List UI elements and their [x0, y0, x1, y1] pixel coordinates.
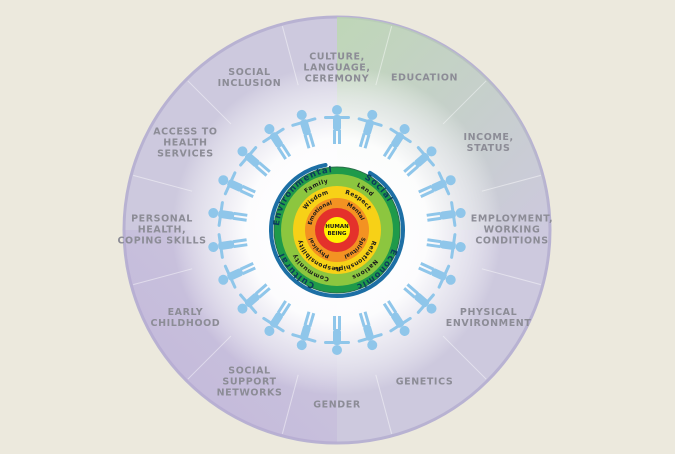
- determinant-label-line: PHYSICAL: [459, 306, 518, 318]
- person-icon: [262, 124, 292, 160]
- core-arc: [269, 163, 405, 298]
- person-icon: [291, 311, 317, 351]
- determinant-label: EDUCATION: [391, 73, 458, 84]
- determinant-label: INCOME,STATUS: [463, 132, 513, 154]
- determinant-label-line: NETWORKS: [216, 387, 283, 399]
- determinant-label-line: COPING SKILLS: [117, 235, 207, 247]
- determinant-label-line: EMPLOYMENT,: [470, 213, 554, 225]
- people-ring: [208, 105, 466, 355]
- determinant-label-line: SERVICES: [157, 148, 214, 159]
- person-icon: [218, 262, 256, 289]
- person-icon: [324, 105, 350, 144]
- determinant-label-line: GENETICS: [395, 376, 454, 388]
- determinant-label-line: CEREMONY: [304, 73, 370, 85]
- determinant-label-line: PERSONAL: [131, 213, 193, 225]
- person-icon: [382, 124, 412, 160]
- person-icon: [426, 201, 466, 227]
- determinant-label-line: CONDITIONS: [475, 235, 549, 247]
- person-icon: [426, 233, 466, 259]
- person-icon: [208, 233, 248, 259]
- determinant-label-line: INCOME,: [463, 131, 514, 143]
- person-icon: [357, 109, 383, 149]
- determinant-label-line: LANGUAGE,: [303, 62, 371, 74]
- determinant-label-line: CULTURE,: [309, 51, 365, 63]
- determinant-label-line: ENVIRONMENT: [445, 317, 532, 329]
- person-icon: [382, 300, 412, 336]
- determinant-label-line: GENDER: [313, 399, 361, 411]
- person-icon: [403, 146, 437, 177]
- determinant-label-line: SUPPORT: [222, 376, 277, 388]
- determinant-label-line: STATUS: [466, 142, 511, 154]
- determinant-label-line: SOCIAL: [228, 365, 271, 377]
- person-icon: [262, 300, 292, 336]
- person-icon: [324, 316, 350, 355]
- determinant-label: GENETICS: [396, 376, 454, 387]
- core-outline: [273, 166, 401, 294]
- center-label: BEING: [327, 231, 347, 237]
- determinant-label: CULTURE,LANGUAGE,CEREMONY: [303, 52, 370, 85]
- person-icon: [237, 146, 271, 177]
- person-icon: [418, 171, 456, 198]
- core-ring: [324, 217, 350, 243]
- person-icon: [218, 171, 256, 198]
- person-icon: [403, 283, 437, 314]
- determinant-label-line: CHILDHOOD: [150, 317, 221, 329]
- determinant-label-line: WORKING: [483, 224, 541, 236]
- person-icon: [418, 262, 456, 289]
- determinant-label: GENDER: [313, 400, 361, 411]
- determinant-label-line: ACCESS TO: [153, 126, 218, 137]
- determinant-label-line: EARLY: [167, 306, 204, 318]
- determinant-label-line: SOCIAL: [228, 67, 271, 79]
- person-icon: [291, 109, 317, 149]
- determinant-label-line: HEALTH,: [137, 224, 187, 236]
- person-icon: [357, 311, 383, 351]
- determinant-label-line: INCLUSION: [217, 78, 282, 90]
- person-icon: [208, 201, 248, 227]
- determinant-label-line: EDUCATION: [390, 72, 459, 84]
- center-label: HUMAN: [325, 224, 349, 230]
- person-icon: [237, 283, 271, 314]
- determinant-label-line: HEALTH: [163, 137, 208, 148]
